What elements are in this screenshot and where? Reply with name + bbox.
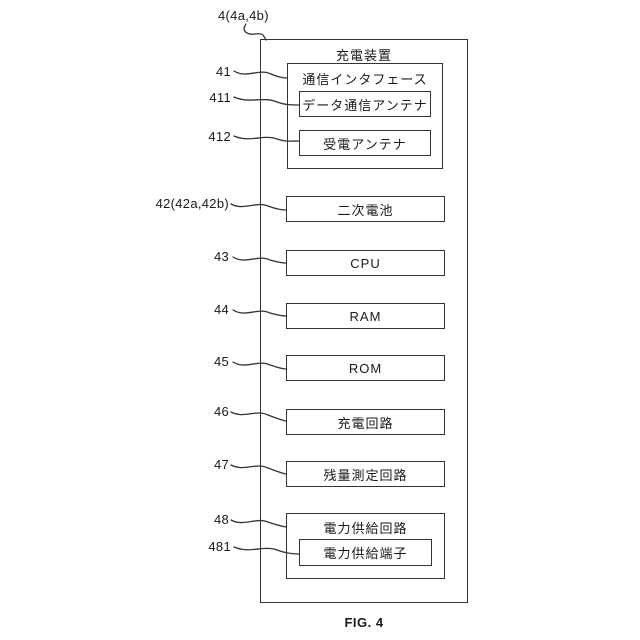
block-ram: RAM: [286, 303, 445, 329]
power-terminal-label: 電力供給端子: [323, 546, 408, 561]
ref-48: 48: [213, 512, 229, 527]
ram-label: RAM: [349, 308, 382, 324]
block-data-antenna: データ通信アンテナ: [299, 91, 431, 117]
block-gauge-circuit: 残量測定回路: [286, 461, 445, 487]
leader-line-4: [243, 23, 267, 41]
data-antenna-label: データ通信アンテナ: [302, 97, 428, 113]
recv-antenna-label: 受電アンテナ: [323, 136, 407, 152]
battery-label: 二次電池: [337, 202, 394, 218]
ref-481: 481: [208, 539, 231, 554]
block-cpu: CPU: [286, 250, 445, 276]
ref-41: 41: [215, 64, 231, 79]
figure-caption: FIG. 4: [344, 615, 384, 630]
block-charge-circuit: 充電回路: [286, 409, 445, 435]
cpu-label: CPU: [350, 255, 381, 271]
power-circuit-title: 電力供給回路: [323, 521, 408, 536]
ref-46: 46: [213, 404, 229, 419]
ref-43: 43: [213, 249, 229, 264]
block-rom: ROM: [286, 355, 445, 381]
ref-412: 412: [208, 129, 231, 144]
ref-42: 42(42a,42b): [155, 196, 229, 211]
ref-44: 44: [213, 302, 229, 317]
rom-label: ROM: [348, 360, 383, 376]
ref-45: 45: [213, 354, 229, 369]
ref-47: 47: [213, 457, 229, 472]
block-recv-antenna: 受電アンテナ: [299, 130, 431, 156]
block-battery: 二次電池: [286, 196, 445, 222]
charge-circuit-label: 充電回路: [337, 415, 394, 431]
gauge-circuit-label: 残量測定回路: [323, 467, 408, 483]
comm-interface-title: 通信インタフェース: [302, 72, 428, 87]
charging-device-title: 充電装置: [335, 48, 392, 63]
ref-4: 4(4a,4b): [218, 8, 269, 23]
ref-411: 411: [209, 90, 231, 105]
block-power-terminal: 電力供給端子: [299, 539, 432, 566]
